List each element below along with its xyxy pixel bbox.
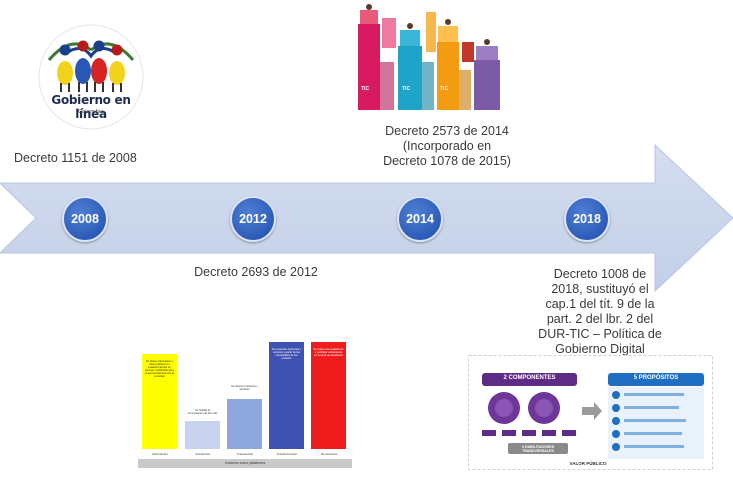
year-2018-badge: 2018 bbox=[564, 196, 610, 242]
chart-2012-footer: Gobierno como plataforma bbox=[138, 459, 352, 468]
politica-gobierno-digital-panel: 2 COMPONENTES 5 PROPÓSITOS 3 HABILITADOR… bbox=[468, 355, 713, 470]
bar-democracia-text: Se invita a los ciudadanos a participar … bbox=[313, 348, 344, 357]
caption-2014-line-3: Decreto 1078 de 2015) bbox=[383, 154, 511, 168]
tic-label-2: TIC bbox=[402, 86, 411, 92]
caption-2014-line-2: (Incorporado en bbox=[402, 139, 492, 153]
tic-illustration bbox=[358, 4, 500, 110]
enablers-label: 3 HABILITADORES TRANSVERSALES bbox=[521, 445, 555, 453]
bar-interaccion: Se habilita la comunicación de dos vías bbox=[185, 409, 220, 449]
logo-figures-icon bbox=[38, 24, 144, 130]
caption-2018-line-3: cap.1 del tít. 9 de la bbox=[545, 297, 655, 311]
caption-2018-line-5: DUR-TIC – Política de bbox=[538, 327, 662, 341]
caption-2012: Decreto 2693 de 2012 bbox=[194, 265, 318, 279]
bar-informacion-text: Se ofrece información y datos públicos e… bbox=[145, 360, 174, 378]
caption-2014: Decreto 2573 de 2014 (Incorporado en Dec… bbox=[372, 124, 522, 169]
bar-label-informacion: Información bbox=[152, 452, 168, 456]
year-2014-badge: 2014 bbox=[397, 196, 443, 242]
tic-label-3: TIC bbox=[440, 86, 449, 92]
components-title: 2 COMPONENTES bbox=[503, 375, 556, 381]
bar-label-transaccion: Transacción bbox=[236, 452, 254, 456]
logo-country: Colombia bbox=[78, 109, 104, 115]
caption-2018-line-4: part. 2 del lbr. 2 del bbox=[546, 312, 654, 326]
caption-2014-line-1: Decreto 2573 de 2014 bbox=[385, 124, 509, 138]
bar-transaccion-text: Se ofrecen productos y servicios bbox=[231, 385, 258, 391]
gobierno-plataforma-chart: Se ofrece información y datos públicos e… bbox=[138, 340, 352, 468]
caption-2018-line-6: Gobierno Digital bbox=[555, 342, 645, 356]
tic-label-1: TIC bbox=[361, 86, 370, 92]
caption-2018: Decreto 1008 de 2018, sustituyó el cap.1… bbox=[525, 267, 675, 357]
purposes-title: 5 PROPÓSITOS bbox=[633, 375, 679, 381]
bar-transformacion-text: Se presentan productos y servicios a par… bbox=[271, 348, 302, 360]
caption-2008: Decreto 1151 de 2008 bbox=[14, 151, 137, 165]
valor-publico-label: VALOR PÚBLICO bbox=[569, 461, 607, 466]
gobierno-en-linea-logo: Gobierno en línea Colombia bbox=[35, 20, 147, 130]
caption-2018-line-2: 2018, sustituyó el bbox=[551, 282, 649, 296]
bar-transformacion: Se presentan productos y servicios a par… bbox=[269, 342, 304, 449]
year-2008-badge: 2008 bbox=[62, 196, 108, 242]
panel-2018-graphic bbox=[468, 355, 713, 470]
bar-democracia: Se invita a los ciudadanos a participar … bbox=[311, 342, 346, 449]
bar-label-transformacion: Transformación bbox=[276, 452, 298, 456]
year-2012-badge: 2012 bbox=[230, 196, 276, 242]
bar-interaccion-text: Se habilita la comunicación de dos vías bbox=[187, 409, 218, 415]
bar-informacion: Se ofrece información y datos públicos e… bbox=[142, 354, 177, 449]
bar-label-democracia: Democracia bbox=[320, 452, 337, 456]
caption-2018-line-1: Decreto 1008 de bbox=[553, 267, 647, 281]
bar-label-interaccion: Interacción bbox=[195, 452, 211, 456]
logo-title: Gobierno en línea bbox=[51, 93, 131, 121]
bar-transaccion: Se ofrecen productos y servicios bbox=[227, 385, 262, 449]
